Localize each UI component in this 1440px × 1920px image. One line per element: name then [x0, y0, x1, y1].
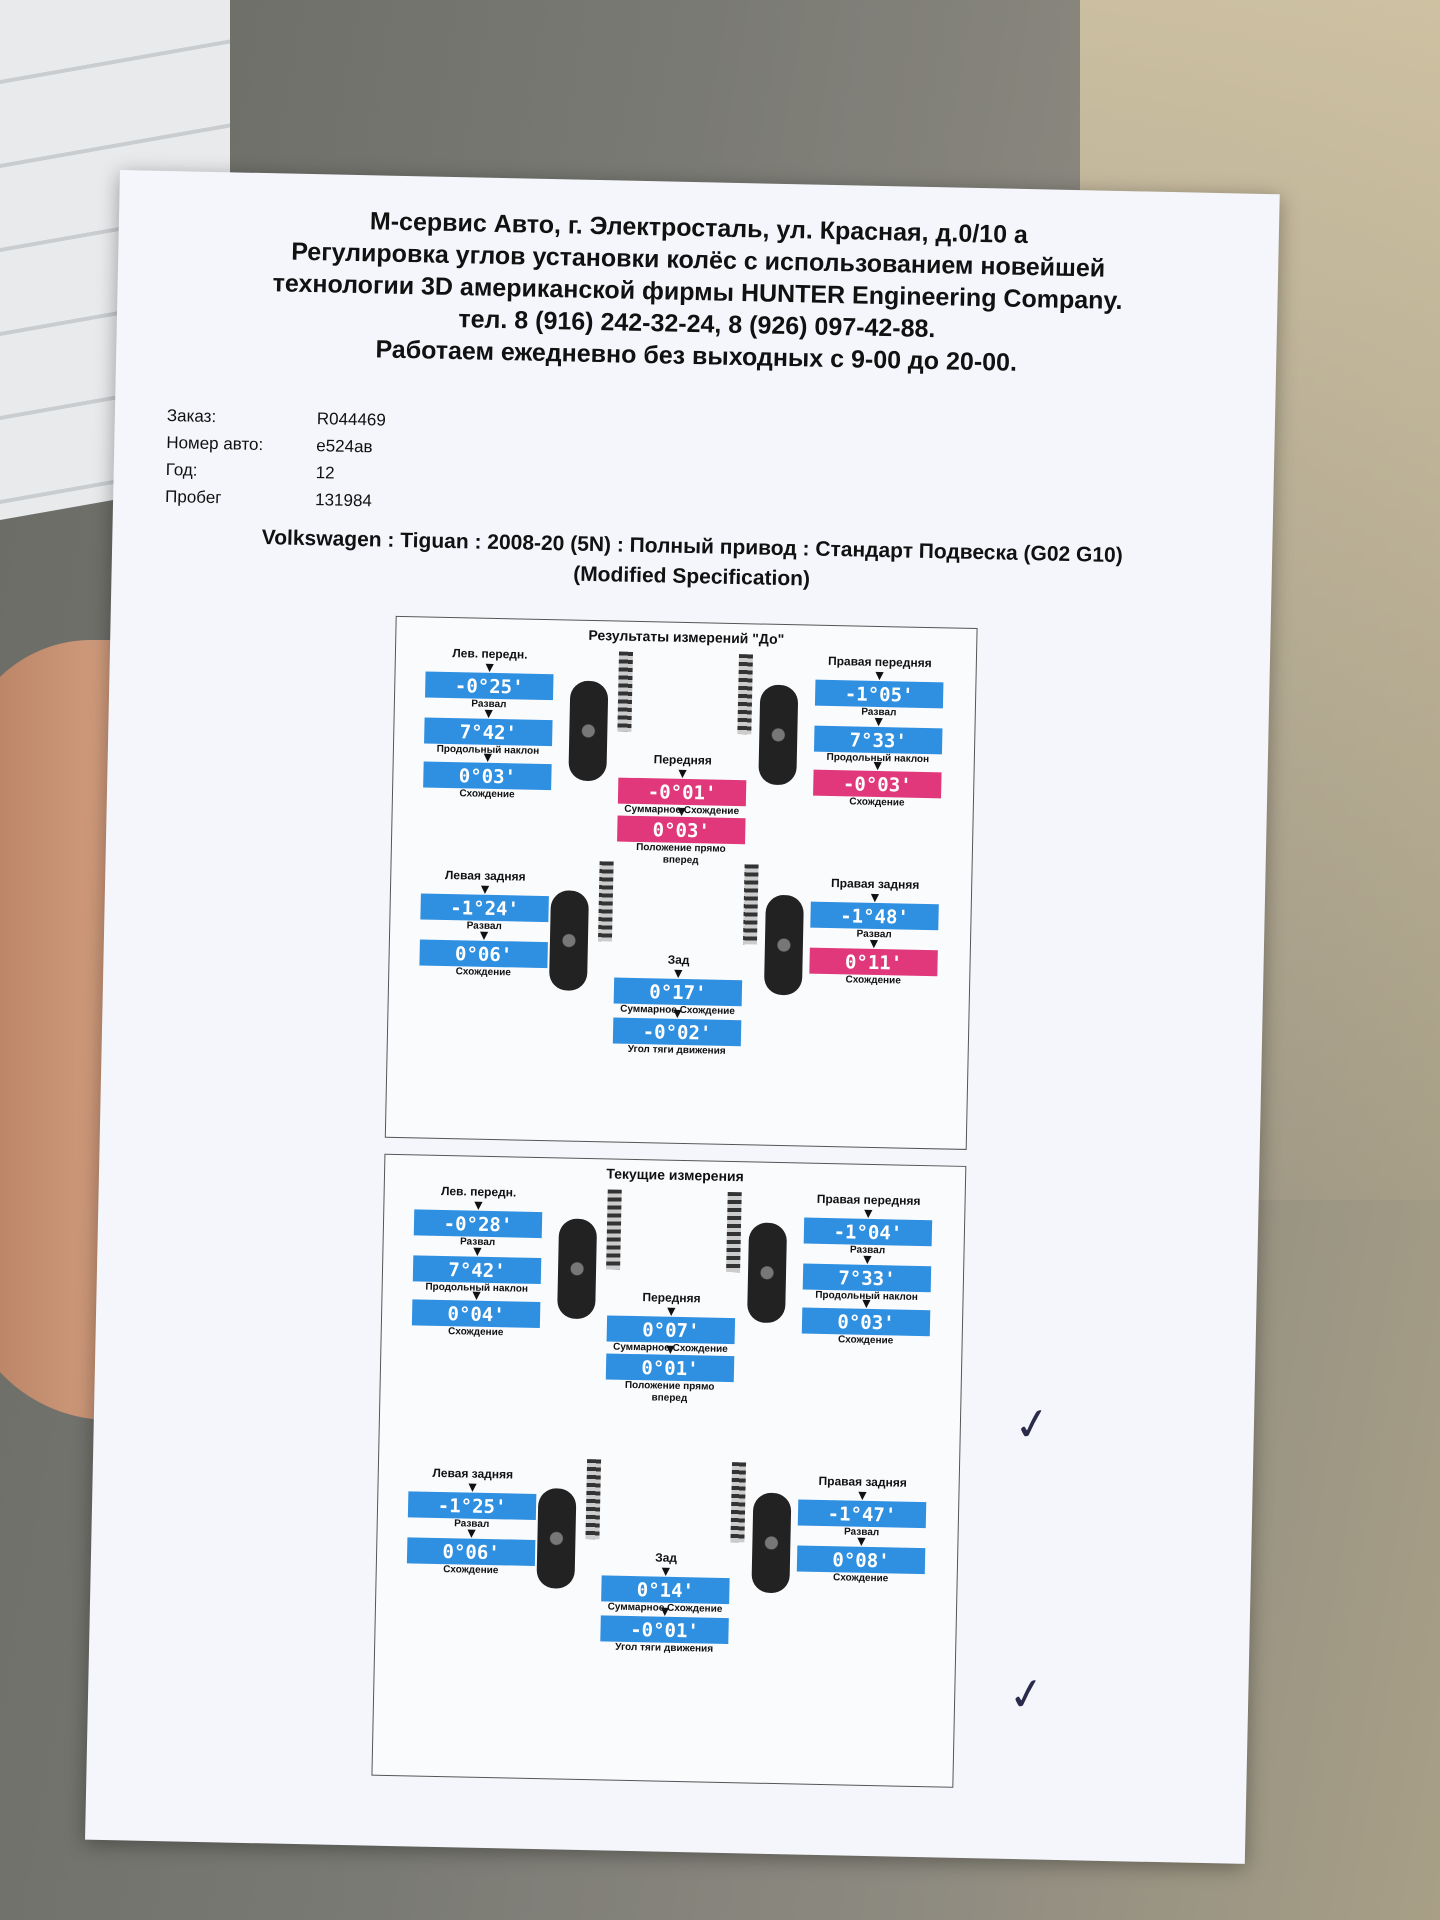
gauge-value: 7°33'	[802, 1263, 932, 1293]
gauge-value: -1°24'	[420, 893, 549, 923]
current-measurements-panel: Текущие измерения Лев. передн.▼-0°28'Раз…	[371, 1153, 967, 1788]
alignment-report-sheet: М-сервис Авто, г. Электросталь, ул. Крас…	[85, 170, 1280, 1864]
measurement-gauge: ▼0°06'Схождение	[419, 927, 548, 980]
gauge-value: -1°47'	[797, 1499, 927, 1529]
suspension-strut	[585, 1459, 602, 1540]
gauge-value: -1°05'	[814, 679, 944, 709]
before-measurements-panel: Результаты измерений "До" Лев. передн.▼-…	[384, 615, 978, 1150]
wheel-diagram	[536, 1488, 577, 1589]
measurement-gauge: Правая задняя▼-1°48'Развал	[810, 876, 939, 943]
measurement-gauge: ▼0°03'Схождение	[801, 1295, 931, 1349]
suspension-strut	[606, 1189, 622, 1270]
order-info: Заказ: R044469 Номер авто: е524ав Год: 12 П…	[165, 406, 386, 519]
measurement-gauge: ▼0°06'Схождение	[406, 1525, 536, 1578]
gauge-value: -1°48'	[810, 901, 939, 931]
gauge-label: Положение прямо вперед	[624, 1379, 715, 1405]
report-header: М-сервис Авто, г. Электросталь, ул. Крас…	[116, 200, 1279, 384]
gauge-value: 7°42'	[424, 717, 553, 747]
measurement-gauge: Правая задняя▼-1°47'Развал	[797, 1474, 927, 1541]
wheel-diagram	[557, 1218, 598, 1320]
gauge-value: 0°03'	[423, 761, 552, 791]
gauge-value: 7°42'	[412, 1255, 542, 1285]
wheel-diagram	[751, 1492, 792, 1594]
measurement-gauge: Левая задняя▼-1°25'Развал	[407, 1465, 537, 1532]
info-label: Год:	[165, 460, 198, 480]
suspension-strut	[730, 1462, 747, 1543]
info-label: Пробег	[164, 487, 222, 508]
info-value: 12	[315, 463, 335, 483]
gauge-value: -0°02'	[612, 1017, 742, 1047]
gauge-value: 7°33'	[813, 725, 943, 755]
measurement-gauge: ▼0°04'Схождение	[411, 1287, 541, 1340]
measurement-gauge: ▼0°11'Схождение	[809, 935, 938, 989]
checkmark-icon: ✓	[1010, 1397, 1055, 1452]
wheel-diagram	[568, 680, 609, 782]
info-value: 131984	[314, 490, 373, 511]
info-label: Заказ:	[166, 406, 217, 427]
info-label: Номер авто:	[166, 433, 264, 455]
suspension-strut	[617, 651, 634, 732]
gauge-value: 0°06'	[419, 939, 548, 969]
measurement-gauge: ▼0°08'Схождение	[796, 1533, 926, 1586]
gauge-value: 0°14'	[601, 1575, 730, 1605]
gauge-value: 0°04'	[411, 1299, 541, 1329]
suspension-strut	[737, 654, 753, 735]
measurement-gauge: ▼-0°01'Угол тяги движения	[600, 1603, 729, 1656]
gauge-value: -0°25'	[425, 671, 554, 701]
wheel-diagram	[758, 684, 799, 786]
measurement-gauge: Левая задняя▼-1°24'Развал	[420, 867, 549, 934]
gauge-value: 0°08'	[796, 1545, 926, 1575]
gauge-value: -0°28'	[413, 1209, 543, 1239]
info-value: R044469	[316, 409, 387, 430]
wheel-diagram	[763, 894, 804, 996]
measurement-gauge: ▼-0°03'Схождение	[813, 757, 942, 811]
vehicle-model: Volkswagen : Tiguan : 2008-20 (5N) : Пол…	[111, 520, 1272, 604]
info-row-mileage: Пробег 131984	[165, 487, 385, 519]
measurement-gauge: ▼0°01'Положение прямо вперед	[605, 1341, 735, 1406]
gauge-value: 0°03'	[617, 815, 746, 845]
measurement-gauge: ▼0°03'Схождение	[423, 749, 552, 802]
measurement-gauge: Лев. передн.▼-0°28'Развал	[413, 1183, 543, 1250]
gauge-label: Положение прямо вперед	[636, 841, 726, 867]
measurement-gauge: ▼0°03'Положение прямо вперед	[617, 803, 746, 869]
measurement-gauge: ▼-0°02'Угол тяги движения	[612, 1005, 742, 1059]
gauge-value: 0°01'	[605, 1353, 735, 1383]
measurement-gauge: Лев. передн.▼-0°25'Развал	[425, 646, 554, 713]
gauge-value: 0°03'	[801, 1307, 931, 1337]
suspension-strut	[726, 1191, 742, 1273]
gauge-value: 0°17'	[613, 977, 743, 1007]
wheel-diagram	[548, 890, 590, 991]
measurement-gauge: Правая передняя▼-1°04'Развал	[803, 1192, 933, 1259]
gauge-value: 0°06'	[406, 1537, 536, 1566]
info-value: е524ав	[316, 436, 373, 457]
gauge-value: 0°11'	[809, 947, 938, 977]
gauge-value: -0°01'	[600, 1615, 729, 1645]
gauge-value: -1°25'	[407, 1491, 537, 1521]
wheel-diagram	[747, 1222, 788, 1324]
measurement-gauge: Правая передняя▼-1°05'Развал	[814, 654, 944, 721]
checkmark-icon: ✓	[1004, 1667, 1049, 1722]
gauge-value: -1°04'	[803, 1217, 933, 1247]
gauge-value: -0°03'	[813, 769, 942, 799]
suspension-strut	[742, 864, 759, 945]
suspension-strut	[597, 861, 614, 942]
